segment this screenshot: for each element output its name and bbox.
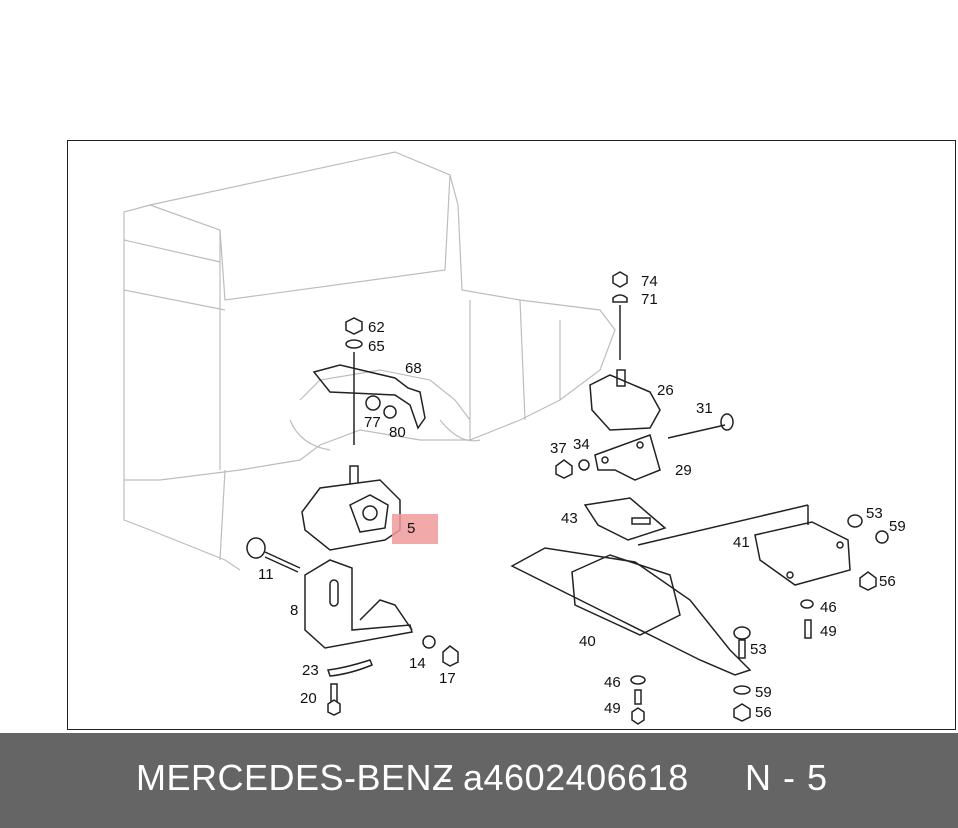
callout-46-lower: 46 <box>604 674 621 691</box>
bracket-41 <box>754 505 889 639</box>
callout-37: 37 <box>550 440 567 457</box>
upper-engine-bracket <box>312 317 426 445</box>
callout-77: 77 <box>364 414 381 431</box>
lower-right-hardware <box>630 626 751 725</box>
callout-56-right: 56 <box>879 573 896 590</box>
callout-49-right: 49 <box>820 623 837 640</box>
engine-mount-5 <box>301 465 401 551</box>
callout-26: 26 <box>657 382 674 399</box>
callout-80: 80 <box>389 424 406 441</box>
callout-23: 23 <box>302 662 319 679</box>
crossmember-40 <box>510 504 809 676</box>
diagram-reference: N - 5 <box>745 757 829 798</box>
bolt-11 <box>246 537 301 573</box>
footer-bar: MERCEDES-BENZ - a4602406618 N - 5 <box>0 733 958 828</box>
callout-46-right: 46 <box>820 599 837 616</box>
engine-outline <box>123 151 616 571</box>
callout-53-right: 53 <box>866 505 883 522</box>
callout-43: 43 <box>561 510 578 527</box>
callout-56-lower: 56 <box>755 704 772 721</box>
callout-49-lower: 49 <box>604 700 621 717</box>
callout-62: 62 <box>368 319 385 336</box>
callout-14: 14 <box>409 655 426 672</box>
callout-29: 29 <box>675 462 692 479</box>
small-hardware-left <box>326 635 459 716</box>
callout-59-right: 59 <box>889 518 906 535</box>
callout-68: 68 <box>405 360 422 377</box>
callout-8: 8 <box>290 602 298 619</box>
callout-17: 17 <box>439 670 456 687</box>
highlighted-part-label: 5 <box>407 520 416 537</box>
callout-71: 71 <box>641 291 658 308</box>
callout-34: 34 <box>573 436 590 453</box>
callout-31: 31 <box>696 400 713 417</box>
callout-65: 65 <box>368 338 385 355</box>
callout-74: 74 <box>641 273 658 290</box>
brand-name: MERCEDES-BENZ <box>136 757 455 798</box>
diagram-frame <box>67 140 956 730</box>
mount-bracket-29 <box>555 434 661 481</box>
bracket-8 <box>304 559 413 649</box>
highlighted-part-marker[interactable] <box>392 514 438 544</box>
plate-43 <box>583 497 667 541</box>
callout-20: 20 <box>300 690 317 707</box>
callout-11: 11 <box>258 566 274 583</box>
callout-40: 40 <box>579 633 596 650</box>
part-number: a4602406618 <box>463 757 689 798</box>
transmission-mount-upper <box>589 271 734 439</box>
callout-53-lower: 53 <box>750 641 767 658</box>
separator: - <box>440 757 452 798</box>
callout-41: 41 <box>733 534 750 551</box>
callout-59-lower: 59 <box>755 684 772 701</box>
